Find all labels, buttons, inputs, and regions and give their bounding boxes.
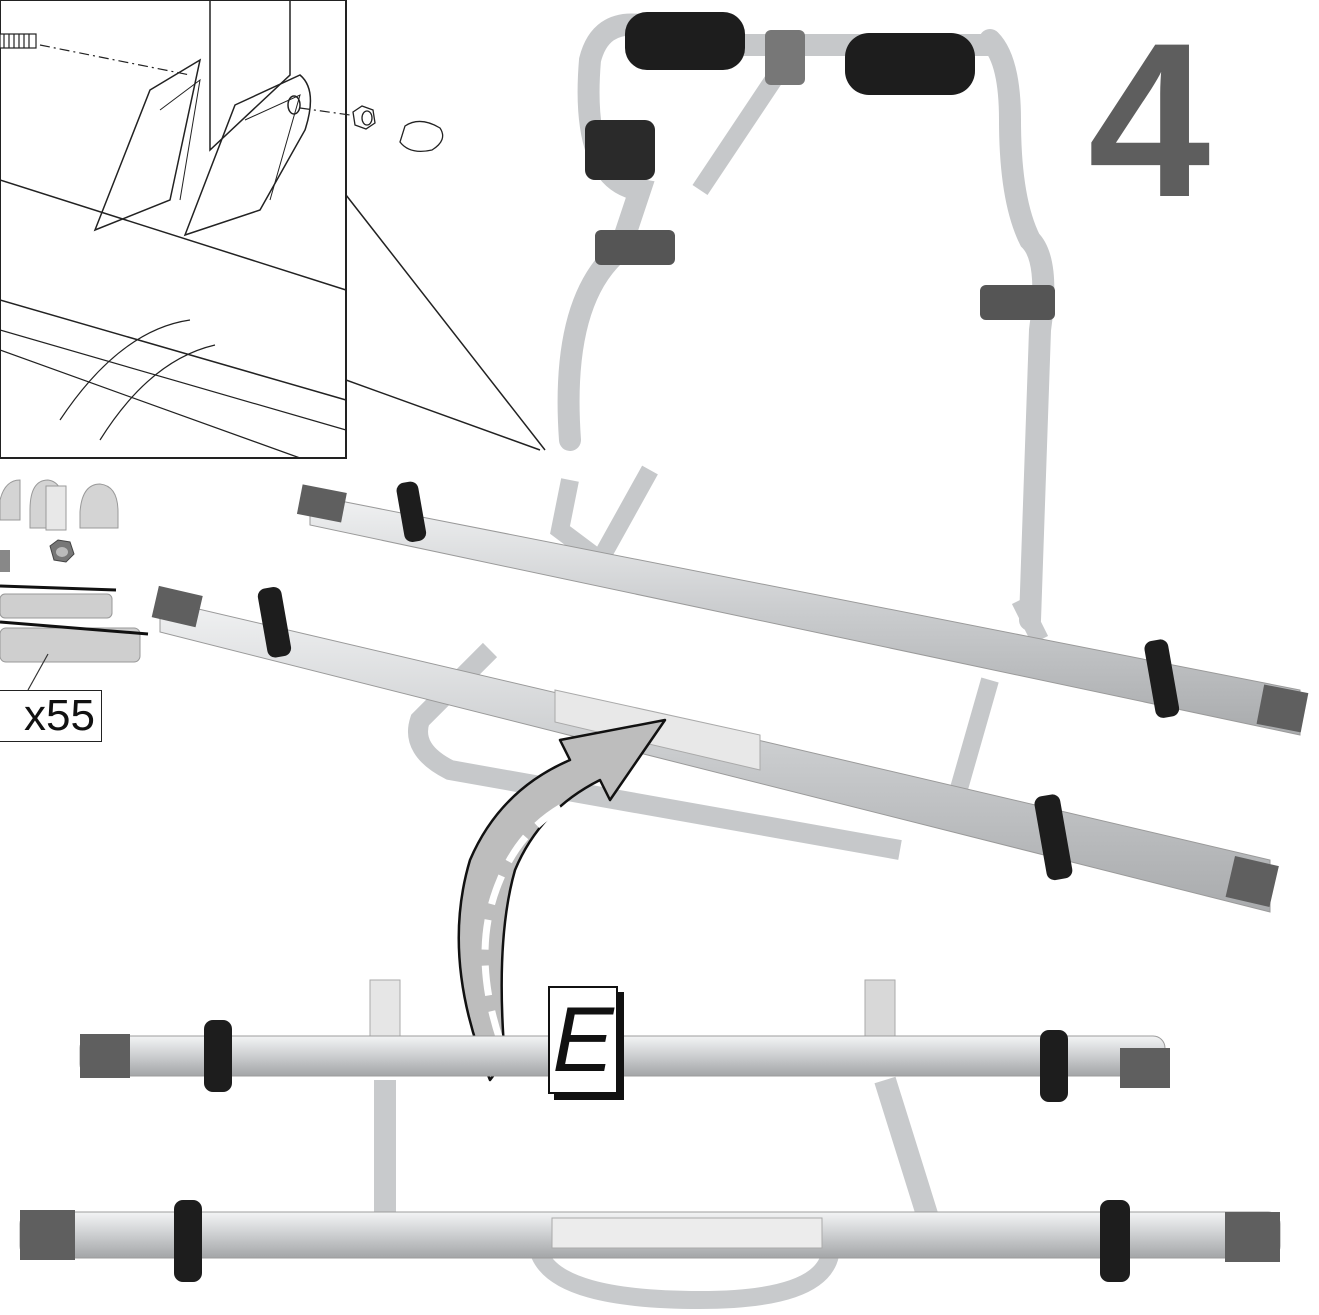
- bolt-size-label: x55: [0, 690, 102, 742]
- detail-zoom-drawing: [0, 0, 546, 459]
- hardware-parts: [0, 479, 149, 691]
- part-letter-label: E: [548, 986, 618, 1094]
- step-number: 4: [1088, 0, 1211, 243]
- bike-carrier-assembled: [151, 12, 1309, 913]
